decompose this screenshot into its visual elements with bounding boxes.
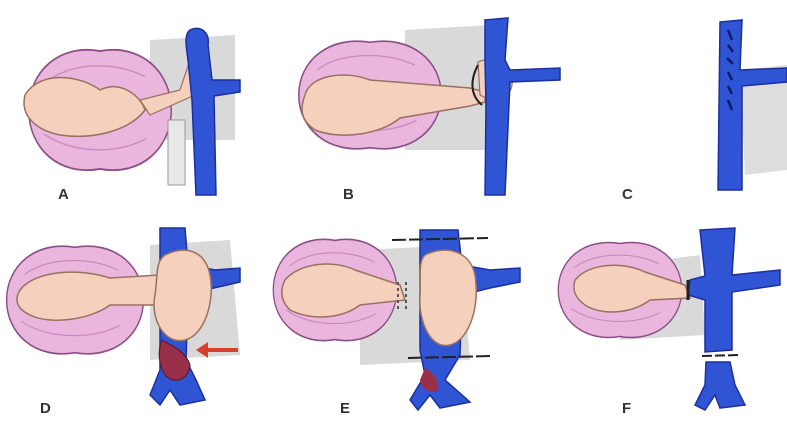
vena-cava-b [485, 18, 560, 195]
panel-label-f: F [622, 400, 632, 417]
panel-e [273, 230, 520, 410]
panel-a [24, 28, 240, 195]
panel-d [7, 228, 240, 405]
tumor-thrombus-e [420, 250, 476, 345]
panel-label-b: B [343, 186, 354, 203]
panel-label-a: A [58, 186, 69, 203]
panel-label-e: E [340, 400, 351, 417]
panel-c [718, 20, 787, 190]
panel-f [558, 228, 780, 410]
renal-pelvis-d [17, 272, 172, 320]
panel-b [299, 18, 560, 195]
panel-label-c: C [622, 186, 633, 203]
vena-cava-f-lower [695, 362, 745, 410]
panel-label-d: D [40, 400, 51, 417]
